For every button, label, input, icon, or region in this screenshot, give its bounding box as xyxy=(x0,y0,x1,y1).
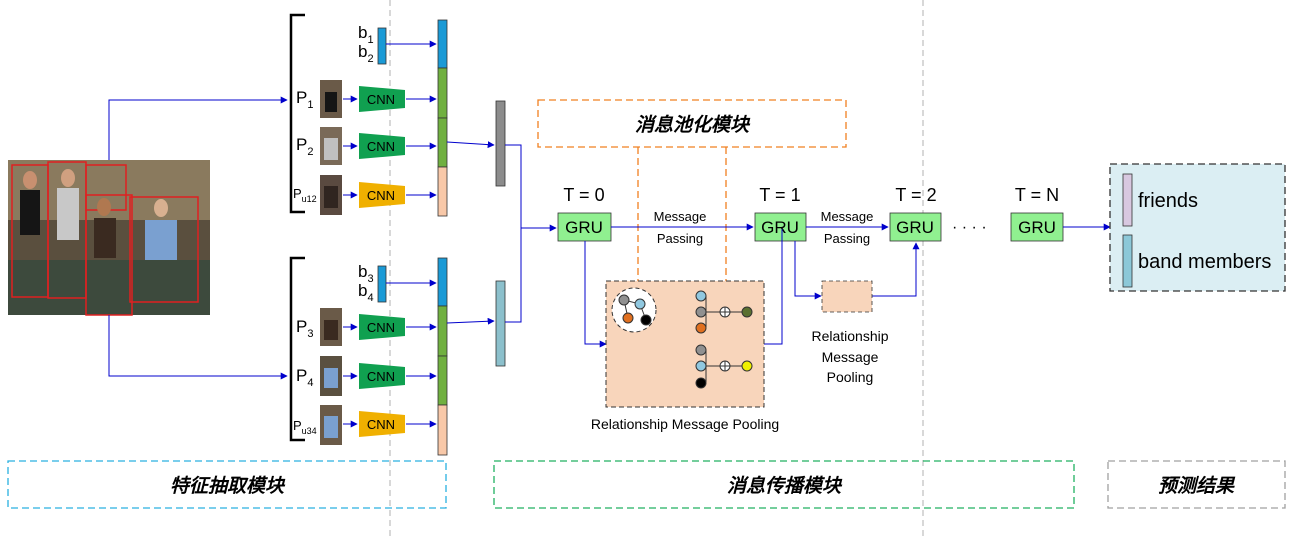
timestep-t2: T = 2 xyxy=(895,185,936,205)
relation-bar-lower xyxy=(495,280,506,367)
label-p1: P1 xyxy=(296,88,313,111)
label-p3: P3 xyxy=(296,317,313,340)
message-passing-label-1b: Passing xyxy=(657,231,703,246)
result-friends-label: friends xyxy=(1138,190,1198,212)
pooling-aggregation-lower xyxy=(695,344,753,389)
label-b3: b3 xyxy=(358,262,374,285)
bbox-vector-upper xyxy=(377,27,387,65)
label-p4: P4 xyxy=(296,366,313,389)
propagation-module-title: 消息传播模块 xyxy=(727,475,843,497)
result-bar-band xyxy=(1122,234,1133,288)
svg-text:CNN: CNN xyxy=(367,188,395,203)
pooling-box-large xyxy=(605,280,765,408)
person-thumbnails xyxy=(320,80,342,445)
pooling-module-box xyxy=(537,99,847,148)
pooling-aggregation-upper xyxy=(695,290,753,334)
gru-t1: GRU xyxy=(754,212,807,242)
message-passing-label-2b: Passing xyxy=(824,231,870,246)
propagation-module-box xyxy=(493,460,1075,509)
svg-text:CNN: CNN xyxy=(367,417,395,432)
timestep-t1: T = 1 xyxy=(759,185,800,205)
timestep-ellipsis: · · · · xyxy=(952,219,987,236)
cnn-blocks xyxy=(359,86,405,437)
label-pu12: Pu12 xyxy=(293,186,317,204)
result-band-label: band members xyxy=(1138,251,1271,273)
message-passing-arrows xyxy=(584,223,1111,348)
upper-bracket xyxy=(289,13,305,214)
relation-bar-upper xyxy=(495,100,506,187)
input-photo xyxy=(8,160,210,316)
gru-t0: GRU xyxy=(557,212,612,242)
svg-text:GRU: GRU xyxy=(896,218,934,237)
pooling-graph-icon xyxy=(611,287,657,333)
pooling-small-label-2: Message xyxy=(822,349,879,365)
svg-text:GRU: GRU xyxy=(761,218,799,237)
svg-text:CNN: CNN xyxy=(367,369,395,384)
prediction-module-box xyxy=(1107,460,1286,509)
bbox-vector-lower xyxy=(377,265,387,303)
label-pu34: Pu34 xyxy=(293,418,317,436)
timestep-tn: T = N xyxy=(1015,185,1059,205)
svg-text:CNN: CNN xyxy=(367,92,395,107)
merge-arrows xyxy=(505,144,557,323)
gru-tn: GRU xyxy=(1010,212,1064,242)
label-p2: P2 xyxy=(296,135,313,158)
photo-branch-arrows xyxy=(108,96,288,380)
svg-text:CNN: CNN xyxy=(367,139,395,154)
pooling-small-label-3: Pooling xyxy=(827,369,874,385)
pooling-module-title: 消息池化模块 xyxy=(635,114,751,136)
feature-to-relation-arrows xyxy=(446,141,495,325)
timestep-t0: T = 0 xyxy=(563,185,604,205)
pooling-box-small xyxy=(821,280,873,313)
feature-module-box xyxy=(7,460,447,509)
result-box xyxy=(1109,163,1286,292)
result-bar-friends xyxy=(1122,173,1133,227)
pooling-large-label: Relationship Message Pooling xyxy=(591,416,779,432)
svg-text:GRU: GRU xyxy=(565,218,603,237)
cnn-to-feature-arrows xyxy=(386,40,437,428)
pooling-small-label-1: Relationship xyxy=(811,328,888,344)
feature-module-title: 特征抽取模块 xyxy=(170,475,286,497)
thumb-to-cnn-arrows xyxy=(343,95,358,428)
feature-column-upper xyxy=(437,19,448,217)
svg-text:CNN: CNN xyxy=(367,320,395,335)
gru-t2: GRU xyxy=(889,212,942,242)
label-b4: b4 xyxy=(358,281,374,304)
svg-text:GRU: GRU xyxy=(1018,218,1056,237)
feature-column-lower xyxy=(437,257,448,456)
lower-bracket xyxy=(289,256,305,442)
message-passing-label-2a: Message xyxy=(821,209,874,224)
label-b1: b1 xyxy=(358,23,374,46)
prediction-module-title: 预测结果 xyxy=(1158,475,1236,497)
cnn-labels: CNN CNN CNN CNN CNN CNN xyxy=(367,92,395,432)
message-passing-label-1a: Message xyxy=(654,209,707,224)
label-b2: b2 xyxy=(358,42,374,65)
